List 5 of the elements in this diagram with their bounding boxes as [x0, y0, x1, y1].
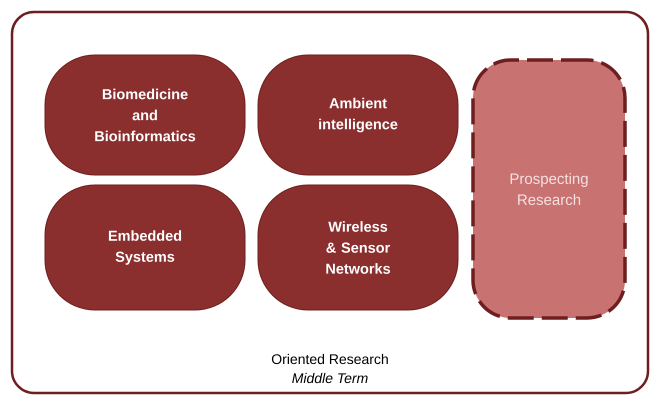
- dashed-box: Prospecting Research: [471, 58, 627, 320]
- rounded-box: Ambient intelligence: [258, 54, 458, 176]
- rounded-box: Biomedicine and Bioinformatics: [44, 54, 246, 176]
- rounded-box: Embedded Systems: [44, 184, 246, 310]
- rounded-box: Wireless & Sensor Networks: [258, 184, 458, 310]
